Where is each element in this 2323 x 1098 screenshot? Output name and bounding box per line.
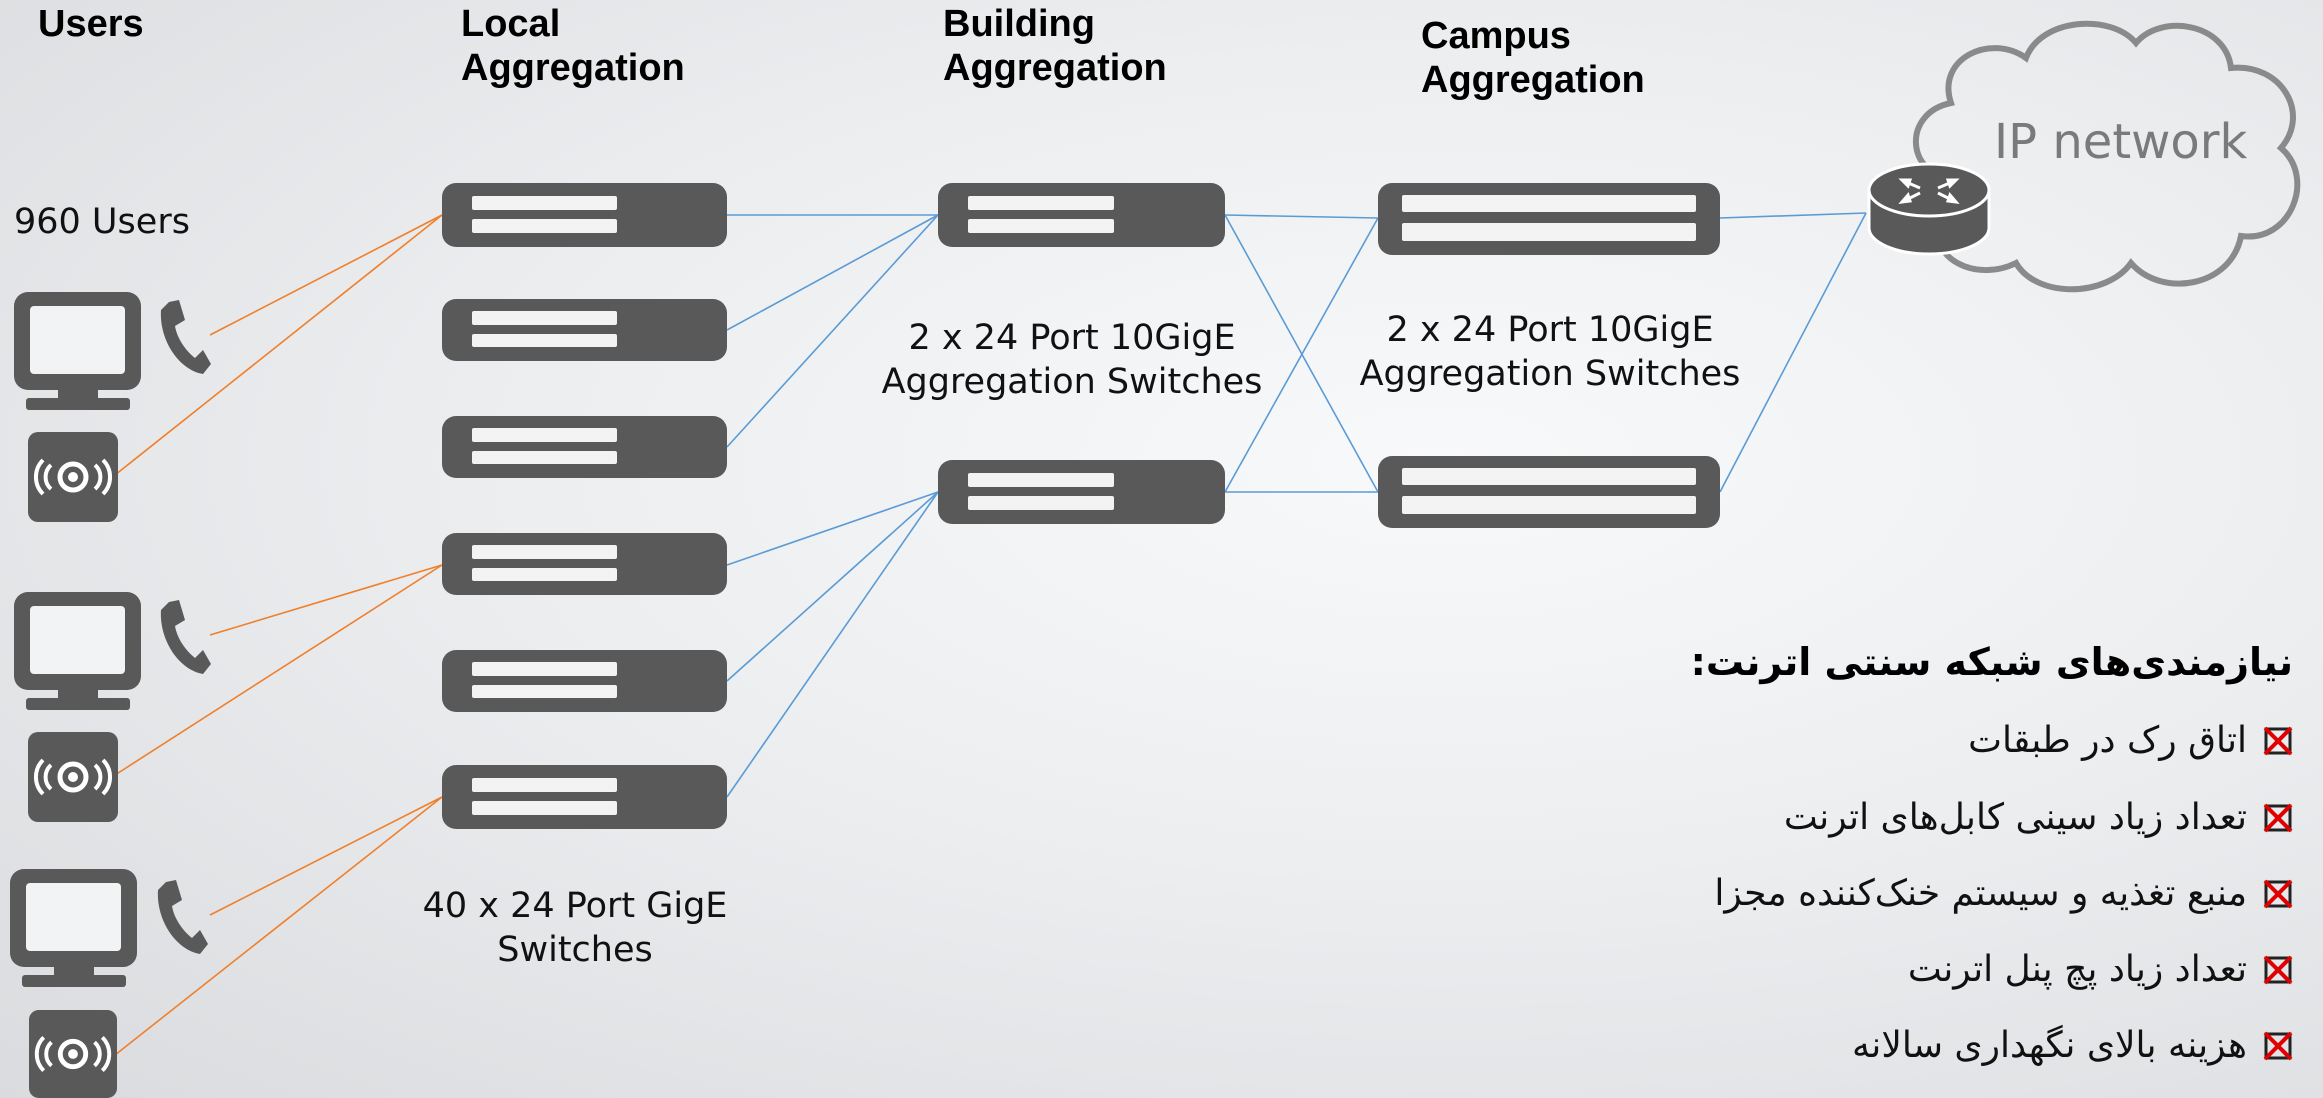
requirement-text: هزینه بالای نگهداری سالانه: [1852, 1025, 2247, 1066]
requirement-item: تعداد زیاد پچ پنل اترنت: [1908, 949, 2293, 990]
user-count-label: 960 Users: [14, 202, 190, 242]
crossed-checkbox-icon: [2263, 726, 2293, 755]
local-switch-1: [442, 183, 727, 247]
requirement-item: هزینه بالای نگهداری سالانه: [1852, 1025, 2293, 1066]
local-switch-6: [442, 765, 727, 829]
phone-icon: [160, 600, 211, 674]
access-point-icon: [28, 432, 118, 522]
uplinks: [726, 212, 1867, 798]
cloud-label: IP network: [1994, 114, 2248, 170]
local-switch-3: [442, 416, 727, 478]
campus-switch-2: [1378, 456, 1720, 528]
crossed-checkbox-icon: [2263, 955, 2293, 984]
building-switch-1: [938, 183, 1225, 247]
access-point-icon: [29, 1010, 117, 1098]
access-point-icon: [28, 732, 118, 822]
building-switches-label: 2 x 24 Port 10GigE Aggregation Switches: [881, 318, 1263, 402]
crossed-checkbox-icon: [2263, 879, 2293, 908]
campus-switches-label: 2 x 24 Port 10GigE Aggregation Switches: [1359, 310, 1741, 394]
cloud-icon: [1912, 20, 2301, 293]
local-switch-5: [442, 650, 727, 712]
campus-aggregation-header: Campus Aggregation: [1421, 15, 1645, 101]
building-aggregation-header: Building Aggregation: [943, 3, 1167, 89]
computer-icon: [10, 869, 137, 987]
user-links: [114, 214, 443, 1056]
requirement-item: تعداد زیاد سینی کابل‌های اترنت: [1784, 797, 2293, 838]
computer-icon: [14, 292, 141, 410]
requirement-item: منبع تغذیه و سیستم خنک‌کننده مجزا: [1714, 873, 2293, 914]
crossed-checkbox-icon: [2263, 1031, 2293, 1060]
requirement-text: اتاق رک در طبقات: [1968, 720, 2247, 761]
crossed-checkbox-icon: [2263, 803, 2293, 832]
router-icon: [1867, 162, 1991, 256]
local-switch-4: [442, 533, 727, 595]
computer-icon: [14, 592, 141, 710]
building-switch-2: [938, 460, 1225, 524]
requirement-text: منبع تغذیه و سیستم خنک‌کننده مجزا: [1714, 873, 2247, 914]
users-header: Users: [38, 3, 144, 45]
requirement-text: تعداد زیاد پچ پنل اترنت: [1907, 949, 2247, 990]
requirement-item: اتاق رک در طبقات: [1968, 720, 2293, 761]
phone-icon: [160, 300, 211, 374]
requirements-title: نیازمندی‌های شبکه سنتی اترنت:: [1690, 640, 2293, 684]
phone-icon: [157, 880, 208, 954]
requirement-text: تعداد زیاد سینی کابل‌های اترنت: [1783, 797, 2247, 838]
local-switches-label: 40 x 24 Port GigE Switches: [422, 886, 728, 970]
local-aggregation-header: Local Aggregation: [461, 3, 685, 89]
campus-switch-1: [1378, 183, 1720, 255]
local-switch-2: [442, 299, 727, 361]
